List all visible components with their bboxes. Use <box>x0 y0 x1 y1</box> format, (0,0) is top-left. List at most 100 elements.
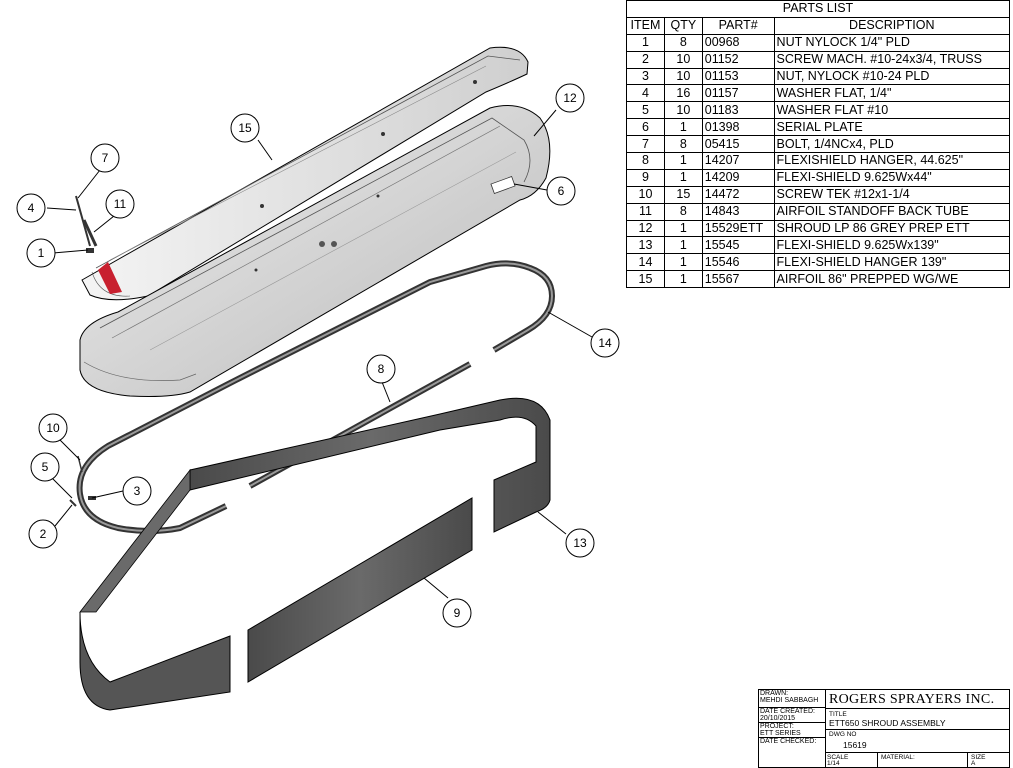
callout-circle <box>105 189 135 219</box>
callout-8: 8 <box>366 354 396 384</box>
header-description: DESCRIPTION <box>773 16 1011 35</box>
cell-qty: 16 <box>663 84 703 103</box>
cell-item: 13 <box>626 236 665 255</box>
cell-qty: 10 <box>663 67 703 86</box>
callout-label: 6 <box>558 184 565 198</box>
cell-qty: 8 <box>663 33 703 52</box>
callout-11: 11 <box>105 189 135 219</box>
cell-part: 15567 <box>701 270 775 289</box>
callout-circle <box>590 328 620 358</box>
flexi-shield-44 <box>247 497 473 683</box>
callout-circle <box>90 143 120 173</box>
cell-item: 4 <box>626 84 665 103</box>
leader-lines <box>46 109 593 599</box>
cell-qty: 1 <box>663 219 703 238</box>
cell-description: FLEXISHIELD HANGER, 44.625" <box>773 152 1011 170</box>
cell-qty: 15 <box>663 185 703 204</box>
callout-label: 4 <box>28 201 35 215</box>
cell-description: BOLT, 1/4NCx4, PLD <box>773 135 1011 154</box>
cell-description: FLEXI-SHIELD 9.625Wx44" <box>773 168 1011 187</box>
callout-circle <box>555 83 585 113</box>
cell-item: 10 <box>626 185 665 204</box>
cell-description: AIRFOIL STANDOFF BACK TUBE <box>773 202 1011 221</box>
callout-5: 5 <box>30 452 60 482</box>
parts-list-title: PARTS LIST <box>626 0 1010 18</box>
cell-item: 15 <box>626 270 665 289</box>
date-created-cell: DATE CREATED: 20/10/2015 <box>759 708 825 723</box>
cell-item: 12 <box>626 219 665 238</box>
callout-circle <box>28 519 58 549</box>
date-created-label: DATE CREATED: <box>760 708 815 715</box>
logo-mark <box>98 262 122 294</box>
cell-description: SCREW TEK #12x1-1/4 <box>773 185 1011 204</box>
callout-circle <box>122 476 152 506</box>
cell-part: 15529ETT <box>701 219 775 238</box>
airfoil-part <box>81 46 529 301</box>
serial-plate <box>490 176 516 194</box>
callout-circle <box>230 113 260 143</box>
cell-description: FLEXI-SHIELD 9.625Wx139" <box>773 236 1011 255</box>
callout-circle <box>30 452 60 482</box>
title-block: DRAWN: MEHDI SABBAGH DATE CREATED: 20/10… <box>758 689 1010 768</box>
title-label: TITLE <box>829 711 847 718</box>
callout-label: 5 <box>42 460 49 474</box>
callout-label: 10 <box>46 421 60 435</box>
cell-part: 15545 <box>701 236 775 255</box>
cell-part: 01157 <box>701 84 775 103</box>
cell-qty: 1 <box>663 168 703 187</box>
cell-qty: 1 <box>663 236 703 255</box>
callout-9: 9 <box>442 598 472 628</box>
cell-part: 01398 <box>701 118 775 137</box>
cell-part: 14843 <box>701 202 775 221</box>
cell-item: 9 <box>626 168 665 187</box>
header-item: ITEM <box>626 16 665 35</box>
callout-circle <box>442 598 472 628</box>
callout-circle <box>366 354 396 384</box>
callout-label: 1 <box>38 246 45 260</box>
callout-label: 7 <box>102 151 109 165</box>
material-label: MATERIAL: <box>881 754 915 761</box>
callout-13: 13 <box>565 528 595 558</box>
cell-description: SHROUD LP 86 GREY PREP ETT <box>773 219 1011 238</box>
cell-description: WASHER FLAT, 1/4" <box>773 84 1011 103</box>
size-label: SIZE <box>971 754 986 761</box>
callout-label: 2 <box>40 527 47 541</box>
callout-circle <box>546 176 576 206</box>
cell-part: 14472 <box>701 185 775 204</box>
callout-circle <box>16 193 46 223</box>
cell-item: 14 <box>626 253 665 272</box>
drawn-value: MEHDI SABBAGH <box>760 697 819 704</box>
callout-15: 15 <box>230 113 260 143</box>
callout-circle <box>26 238 56 268</box>
cell-description: AIRFOIL 86" PREPPED WG/WE <box>773 270 1011 289</box>
size-value: A <box>971 760 976 767</box>
cell-description: NUT, NYLOCK #10-24 PLD <box>773 67 1011 86</box>
callout-7: 7 <box>90 143 120 173</box>
drawn-label: DRAWN: <box>760 690 789 697</box>
project-value: ETT SERIES <box>760 730 801 737</box>
scale-value: 1/14 <box>827 760 840 767</box>
date-checked-cell: DATE CHECKED: <box>759 738 825 768</box>
cell-part: 01153 <box>701 67 775 86</box>
dwg-no-label: DWG NO <box>829 731 857 738</box>
callout-12: 12 <box>555 83 585 113</box>
project-label: PROJECT: <box>760 723 794 730</box>
callout-label: 8 <box>378 362 385 376</box>
callout-label: 15 <box>238 121 252 135</box>
callout-label: 3 <box>134 484 141 498</box>
cell-qty: 8 <box>663 135 703 154</box>
cell-part: 05415 <box>701 135 775 154</box>
cell-part: 15546 <box>701 253 775 272</box>
